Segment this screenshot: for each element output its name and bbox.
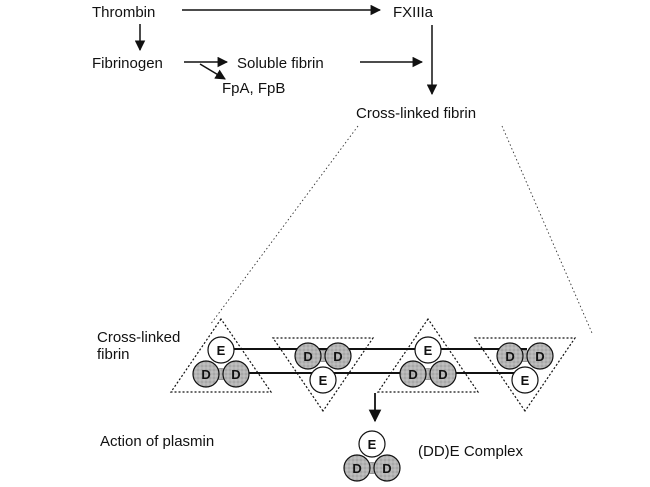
d-domain-letter: D bbox=[303, 349, 312, 364]
label-fpa-fpb: FpA, FpB bbox=[222, 80, 285, 97]
d-domain-letter: D bbox=[382, 461, 391, 476]
d-domain-letter: D bbox=[352, 461, 361, 476]
e-domain-letter: E bbox=[217, 343, 226, 358]
e-domain-letter: E bbox=[521, 373, 530, 388]
label-cross-linked-line2: fibrin bbox=[97, 346, 130, 363]
d-domain-letter: D bbox=[333, 349, 342, 364]
e-domain-letter: E bbox=[319, 373, 328, 388]
label-action-of-plasmin: Action of plasmin bbox=[100, 433, 214, 450]
label-fibrinogen: Fibrinogen bbox=[92, 55, 163, 72]
zoom-guide-right bbox=[501, 125, 593, 334]
label-thrombin: Thrombin bbox=[92, 4, 155, 21]
e-domain-letter: E bbox=[368, 437, 377, 452]
fibrin-unit-3: E D D bbox=[377, 318, 479, 393]
fibrin-unit-4: D D E bbox=[474, 337, 576, 412]
d-domain-letter: D bbox=[505, 349, 514, 364]
fibrin-unit-2: D D E bbox=[272, 337, 374, 412]
d-domain-letter: D bbox=[438, 367, 447, 382]
label-dde-complex: (DD)E Complex bbox=[418, 443, 524, 460]
fibrin-unit-1: E D D bbox=[170, 318, 272, 393]
label-soluble-fibrin: Soluble fibrin bbox=[237, 55, 324, 72]
label-cross-linked-line1: Cross-linked bbox=[97, 329, 180, 346]
d-domain-letter: D bbox=[408, 367, 417, 382]
e-domain-letter: E bbox=[424, 343, 433, 358]
label-fxiiia: FXIIIa bbox=[393, 4, 434, 21]
d-domain-letter: D bbox=[535, 349, 544, 364]
label-cross-linked-fibrin: Cross-linked fibrin bbox=[356, 105, 476, 122]
dde-complex: E D D bbox=[343, 430, 401, 482]
arrow-to-fpa-fpb bbox=[199, 63, 226, 80]
d-domain-letter: D bbox=[231, 367, 240, 382]
zoom-guide-left bbox=[209, 125, 359, 326]
d-domain-letter: D bbox=[201, 367, 210, 382]
